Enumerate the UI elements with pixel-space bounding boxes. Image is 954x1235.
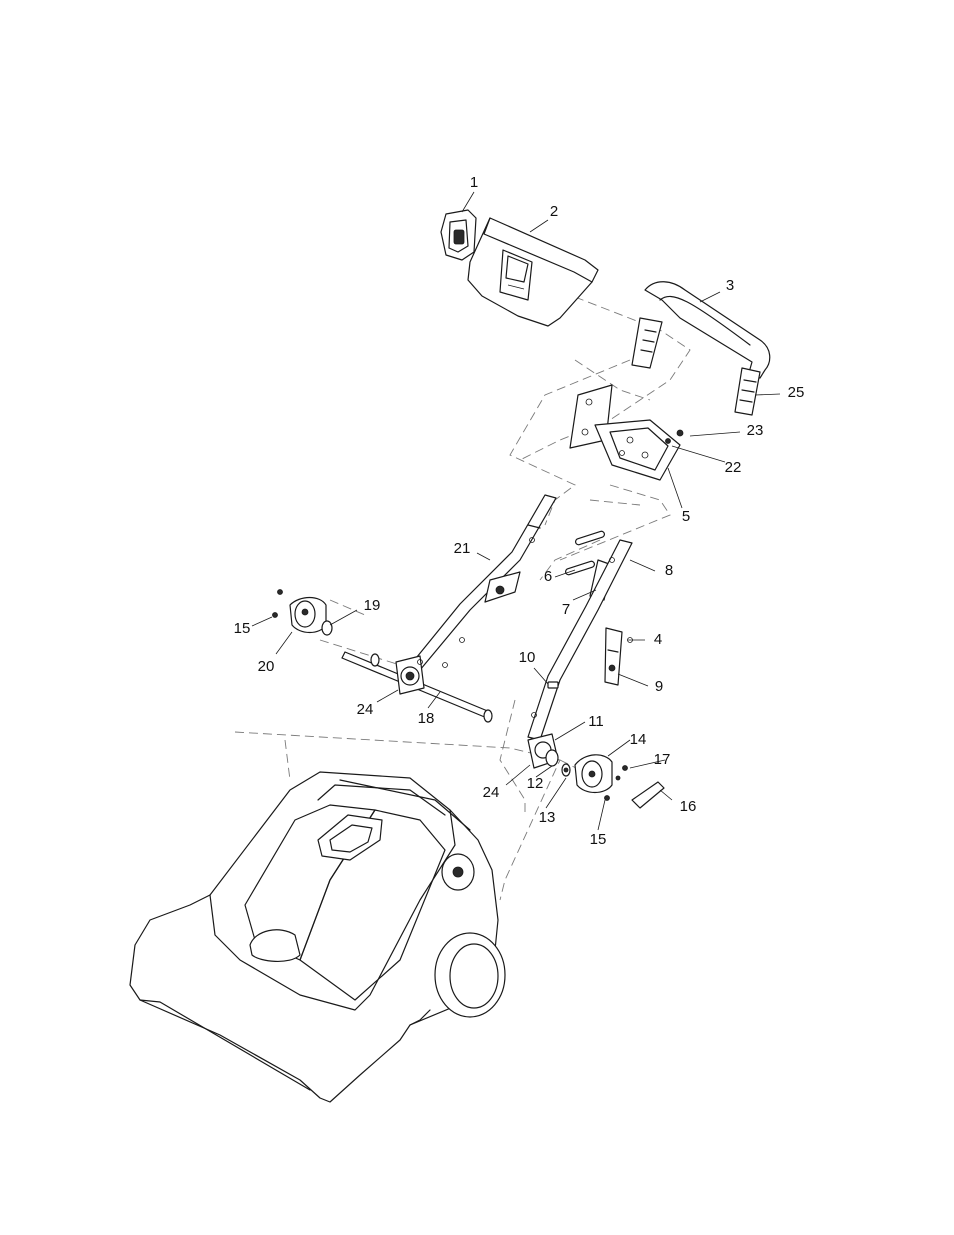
part-16-17-release-lever xyxy=(615,765,665,809)
part-11-12-13-washers xyxy=(545,749,571,777)
part-6-pins xyxy=(564,530,606,576)
part-20-left-wheel-hub xyxy=(272,589,333,636)
callout-11: 11 xyxy=(588,713,604,730)
callout-17: 17 xyxy=(654,751,671,768)
callout-21: 21 xyxy=(454,540,471,557)
part-14-right-wheel-hub xyxy=(574,754,613,801)
callout-13: 13 xyxy=(539,809,556,826)
callout-14: 14 xyxy=(630,731,647,748)
callout-4: 4 xyxy=(654,631,662,648)
callout-8: 8 xyxy=(665,562,673,579)
callout-23: 23 xyxy=(747,422,764,439)
callout-22: 22 xyxy=(725,459,742,476)
callout-24-right: 24 xyxy=(483,784,500,801)
callout-19: 19 xyxy=(364,597,381,614)
callout-9: 9 xyxy=(655,678,663,695)
part-24-left-wheel-bracket xyxy=(395,637,465,695)
callout-16: 16 xyxy=(680,798,697,815)
part-2-handle-housing xyxy=(467,217,599,327)
leader-lines xyxy=(251,191,781,831)
callout-6: 6 xyxy=(544,568,552,585)
callout-2: 2 xyxy=(550,203,558,220)
callout-labels: 1 2 3 25 23 22 5 21 8 6 7 19 15 20 4 10 … xyxy=(234,174,805,848)
callout-20: 20 xyxy=(258,658,275,675)
callout-3: 3 xyxy=(726,277,734,294)
part-4-9-adjust-lever xyxy=(604,627,633,686)
callout-25: 25 xyxy=(788,384,805,401)
callout-7: 7 xyxy=(562,601,570,618)
main-deck-housing xyxy=(129,771,506,1103)
callout-18: 18 xyxy=(418,710,435,727)
callout-10: 10 xyxy=(519,649,536,666)
callout-24-left: 24 xyxy=(357,701,374,718)
part-21-left-handle-tube xyxy=(407,494,557,671)
part-10-bolt xyxy=(531,681,559,718)
part-5-bracket-assembly xyxy=(569,384,684,481)
callout-12: 12 xyxy=(527,775,544,792)
callout-15-right: 15 xyxy=(590,831,607,848)
part-1-trigger-cover xyxy=(440,209,477,261)
part-3-handle-grip xyxy=(631,281,771,416)
callout-1: 1 xyxy=(470,174,478,191)
callout-5: 5 xyxy=(682,508,690,525)
callout-15-left: 15 xyxy=(234,620,251,637)
